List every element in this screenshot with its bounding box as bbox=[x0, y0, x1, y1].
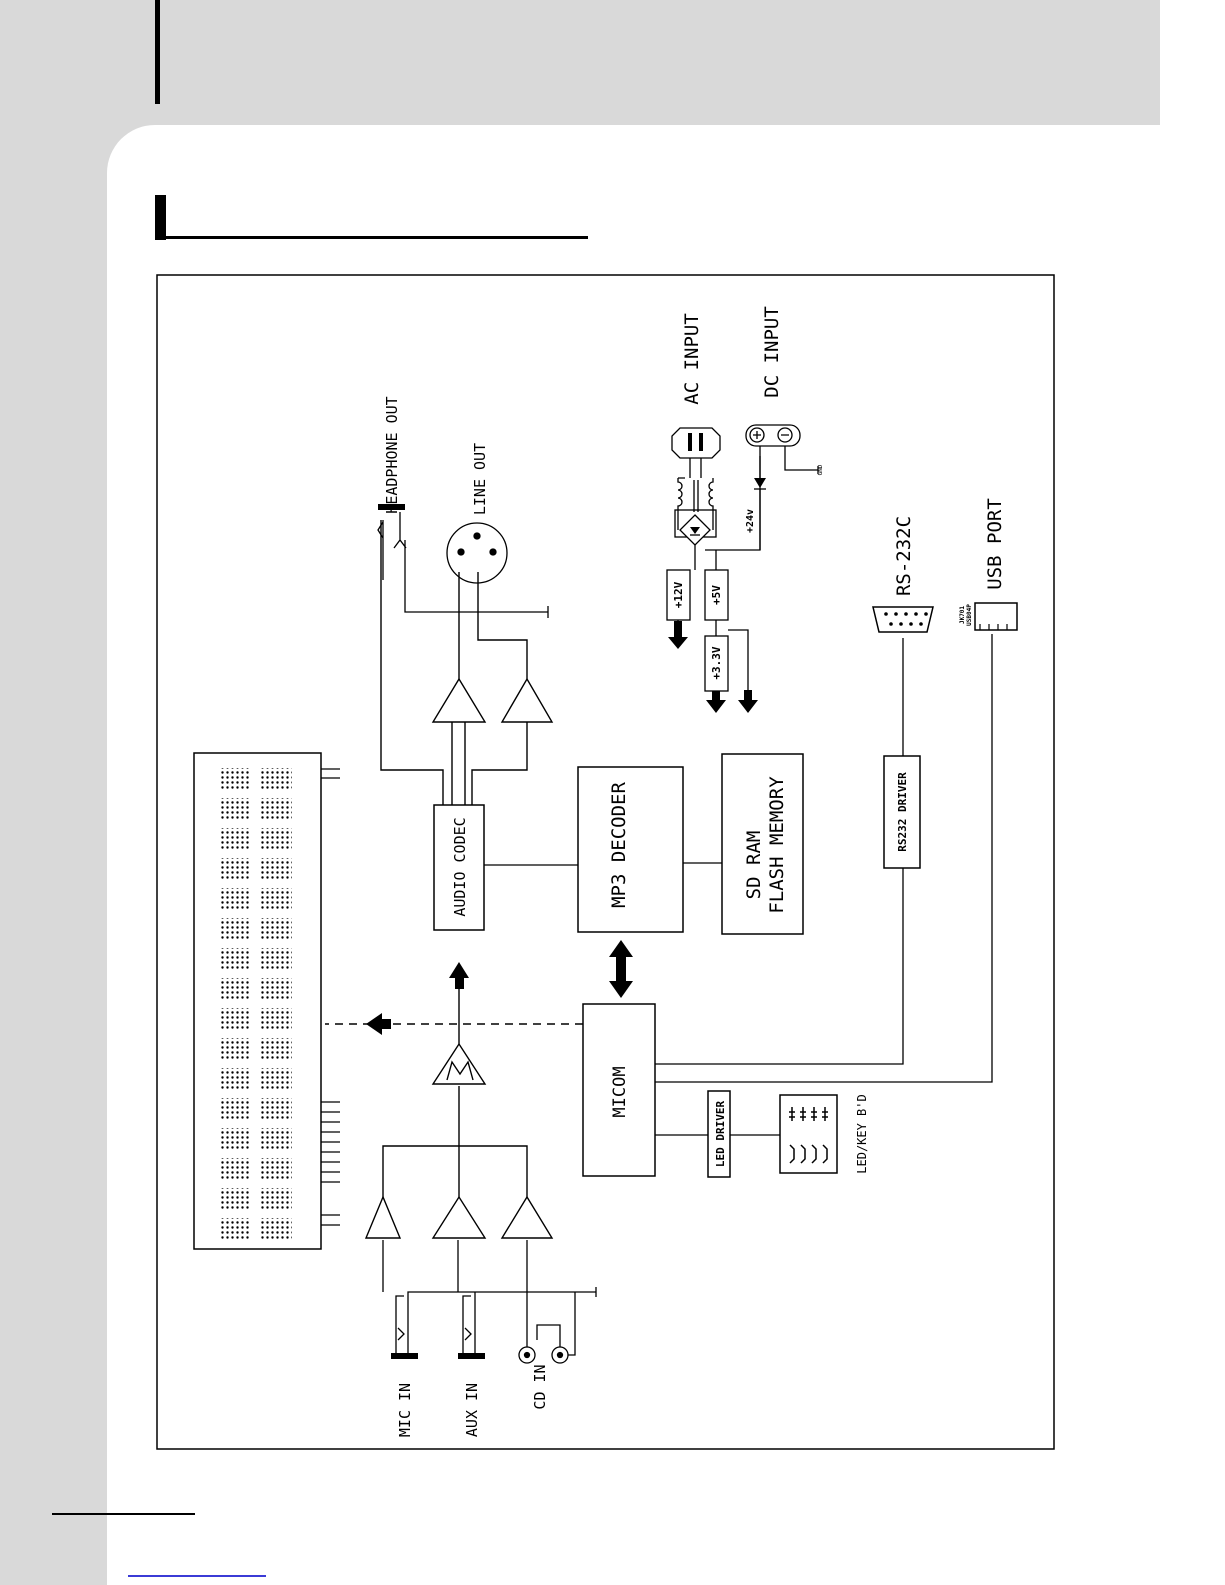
svg-text:LED/KEY B'D: LED/KEY B'D bbox=[855, 1094, 869, 1173]
svg-text:+12V: +12V bbox=[672, 581, 685, 608]
display-character-cell bbox=[219, 1218, 250, 1239]
display-character-cell bbox=[261, 1038, 292, 1059]
mp3-decoder-block: MP3 DECODER bbox=[578, 767, 683, 932]
display-character-cell bbox=[219, 1128, 250, 1149]
svg-text:RS-232C: RS-232C bbox=[893, 516, 915, 596]
display-character-cell bbox=[261, 1188, 292, 1209]
display-character-cell bbox=[219, 1188, 250, 1209]
svg-text:USB PORT: USB PORT bbox=[984, 498, 1006, 590]
svg-text:GND: GND bbox=[817, 464, 824, 475]
display-character-cell bbox=[219, 978, 250, 999]
svg-text:MICOM: MICOM bbox=[610, 1066, 630, 1117]
display-character-cell bbox=[219, 1098, 250, 1119]
display-character-cell bbox=[261, 1158, 292, 1179]
display-character-cell bbox=[261, 1068, 292, 1089]
display-character-cell bbox=[261, 1128, 292, 1149]
display-character-cell bbox=[261, 858, 292, 879]
display-character-cell bbox=[261, 828, 292, 849]
svg-text:JK701: JK701 bbox=[959, 606, 966, 624]
svg-text:SD RAM: SD RAM bbox=[743, 831, 765, 900]
display-character-cell bbox=[261, 978, 292, 999]
display-character-cell bbox=[261, 1218, 292, 1239]
svg-text:LINE OUT: LINE OUT bbox=[471, 443, 489, 515]
svg-text:+24v: +24v bbox=[745, 509, 756, 533]
led-key-board: LED/KEY B'D bbox=[780, 1094, 869, 1173]
svg-text:CD IN: CD IN bbox=[531, 1364, 549, 1409]
svg-text:+3.3V: +3.3V bbox=[710, 646, 723, 679]
display-character-cell bbox=[261, 918, 292, 939]
display-character-cell bbox=[219, 1158, 250, 1179]
vfd-display bbox=[194, 753, 340, 1249]
svg-text:AUDIO CODEC: AUDIO CODEC bbox=[451, 817, 469, 916]
display-character-cell bbox=[261, 798, 292, 819]
memory-block: SD RAM FLASH MEMORY bbox=[722, 754, 803, 934]
display-character-cell bbox=[261, 1098, 292, 1119]
svg-text:RS232 DRIVER: RS232 DRIVER bbox=[896, 772, 909, 852]
display-character-cell bbox=[219, 948, 250, 969]
svg-text:LED DRIVER: LED DRIVER bbox=[714, 1101, 727, 1168]
svg-text:MIC IN: MIC IN bbox=[396, 1383, 414, 1437]
display-character-cell bbox=[219, 1068, 250, 1089]
svg-text:AC INPUT: AC INPUT bbox=[681, 313, 703, 405]
svg-text:HEADPHONE OUT: HEADPHONE OUT bbox=[383, 396, 401, 513]
display-character-cell bbox=[261, 1008, 292, 1029]
svg-text:AUX IN: AUX IN bbox=[463, 1383, 481, 1437]
display-character-cell bbox=[261, 888, 292, 909]
micom-block: MICOM bbox=[583, 1004, 655, 1176]
display-character-cell bbox=[219, 1008, 250, 1029]
display-character-cell bbox=[219, 918, 250, 939]
display-character-cell bbox=[219, 768, 250, 789]
svg-text:MP3 DECODER: MP3 DECODER bbox=[608, 782, 630, 908]
display-character-cell bbox=[219, 858, 250, 879]
display-character-cell bbox=[219, 1038, 250, 1059]
display-character-cell bbox=[261, 948, 292, 969]
display-character-cell bbox=[219, 828, 250, 849]
svg-text:FLASH MEMORY: FLASH MEMORY bbox=[766, 776, 788, 914]
display-character-cell bbox=[261, 768, 292, 789]
svg-text:USB04P: USB04P bbox=[966, 604, 973, 626]
display-character-cell bbox=[219, 798, 250, 819]
audio-codec-block: AUDIO CODEC bbox=[434, 805, 484, 930]
svg-text:+5V: +5V bbox=[710, 585, 723, 605]
svg-text:DC INPUT: DC INPUT bbox=[761, 306, 783, 398]
display-character-cell bbox=[219, 888, 250, 909]
